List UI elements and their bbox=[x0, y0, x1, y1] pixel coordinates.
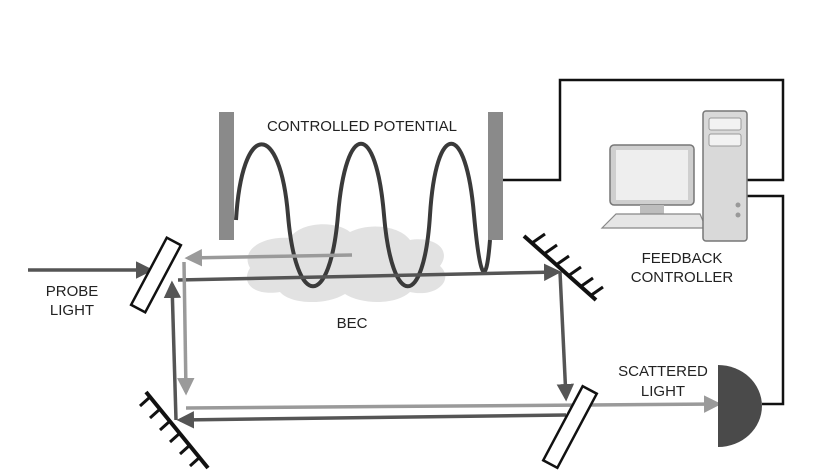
label-scattered: SCATTERED bbox=[618, 363, 708, 380]
mirror-top-right bbox=[522, 232, 604, 302]
label-feedback: FEEDBACK bbox=[642, 250, 723, 267]
computer-monitor bbox=[600, 144, 707, 229]
feedback-wire-potential bbox=[503, 78, 785, 182]
computer-tower bbox=[702, 110, 748, 242]
label-scattered-light: LIGHT bbox=[641, 383, 685, 400]
dark-beam-top bbox=[177, 263, 562, 282]
potential-plate-right bbox=[488, 112, 503, 240]
mirror-bottom-left bbox=[138, 390, 210, 470]
label-bec: BEC bbox=[337, 315, 368, 332]
dark-beam-right bbox=[556, 271, 575, 402]
label-controller: CONTROLLER bbox=[631, 269, 734, 286]
detector bbox=[718, 365, 762, 447]
label-controlled-potential: CONTROLLED POTENTIAL bbox=[267, 118, 457, 135]
label-probe: PROBE bbox=[46, 283, 99, 300]
potential-plate-left bbox=[219, 112, 234, 240]
potential-wave bbox=[234, 142, 492, 288]
feedback-wire-detector bbox=[746, 194, 785, 406]
light-beam-left bbox=[177, 261, 195, 396]
light-beam-bottom bbox=[185, 395, 722, 413]
light-beam-top bbox=[184, 248, 353, 267]
beam-splitter-left bbox=[129, 236, 183, 314]
beam-splitter-right bbox=[541, 384, 599, 470]
bec-cloud bbox=[246, 224, 446, 303]
dark-beam-bottom bbox=[176, 411, 567, 429]
label-probe-light: LIGHT bbox=[50, 302, 94, 319]
dark-beam-left bbox=[163, 280, 182, 421]
